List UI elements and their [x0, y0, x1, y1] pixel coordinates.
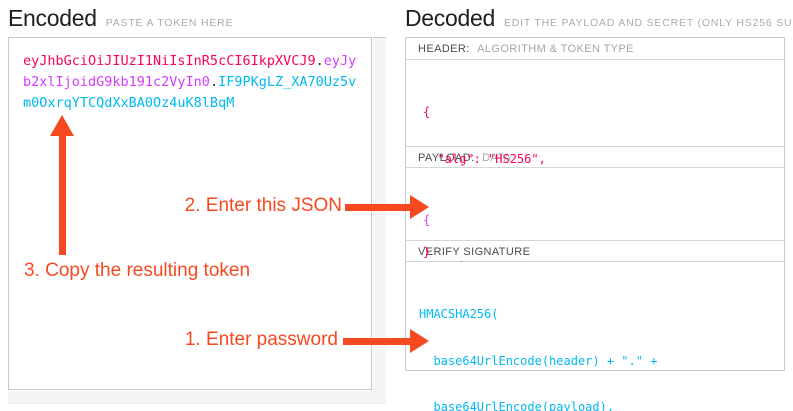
decoded-subtitle: EDIT THE PAYLOAD AND SECRET (ONLY HS256 …: [503, 17, 793, 29]
jwt-token-text[interactable]: eyJhbGciOiJIUzI1NiIsInR5cCI6IkpXVCJ9.eyJ…: [9, 38, 371, 127]
signature-section-label: VERIFY SIGNATURE: [418, 246, 531, 258]
annotation-step3: 3. Copy the resulting token: [24, 260, 251, 281]
code-line: {: [423, 105, 431, 119]
code-line: "alg": "HS256",: [423, 151, 546, 166]
header-section-bar: HEADER: ALGORITHM & TOKEN TYPE: [406, 38, 784, 60]
encoded-header: Encoded PASTE A TOKEN HERE: [8, 5, 233, 32]
encoded-title: Encoded: [8, 5, 97, 31]
payload-section-hint: DATA: [482, 152, 512, 164]
token-separator: .: [209, 74, 219, 90]
code-line: base64UrlEncode(payload),: [419, 400, 615, 411]
signature-view: HMACSHA256( base64UrlEncode(header) + ".…: [406, 262, 784, 411]
horizontal-scrollbar-track[interactable]: [8, 391, 386, 404]
token-signature-segment: IF9PKgLZ_XA70Uz5vm0OxrqYTCQdXxBA0Oz4uK8l…: [23, 74, 357, 111]
header-section-hint: ALGORITHM & TOKEN TYPE: [477, 43, 634, 55]
step1-arrow-line: [343, 338, 411, 345]
code-line: HMACSHA256(: [419, 307, 499, 321]
header-section-label: HEADER:: [418, 43, 470, 55]
token-payload-segment: eyJyb2xlIjoidG9kb191c2VyIn0: [23, 53, 357, 90]
code-line: }: [423, 244, 431, 259]
payload-json-editor[interactable]: { "role": "todo_user" }: [406, 168, 784, 320]
step2-arrow-line: [345, 204, 411, 211]
annotation-step1: 1. Enter password: [184, 329, 338, 350]
step3-arrow-head-icon: [50, 115, 74, 136]
decoded-title: Decoded: [405, 5, 495, 31]
payload-section-bar: PAYLOAD: DATA: [406, 146, 784, 168]
header-json-view: { "alg": "HS256", "typ": "JWT" }: [406, 60, 784, 259]
payload-section-label: PAYLOAD:: [418, 152, 475, 164]
vertical-scrollbar-track[interactable]: [373, 37, 386, 391]
decoded-header: Decoded EDIT THE PAYLOAD AND SECRET (ONL…: [405, 5, 793, 32]
token-separator: .: [315, 53, 324, 69]
step1-arrow-head-icon: [410, 329, 429, 353]
step2-arrow-head-icon: [410, 195, 429, 219]
annotation-step2: 2. Enter this JSON: [184, 195, 342, 216]
code-line: {: [423, 213, 431, 227]
token-header-segment: eyJhbGciOiJIUzI1NiIsInR5cCI6IkpXVCJ9: [23, 53, 316, 69]
step3-arrow-line: [59, 134, 66, 255]
encoded-subtitle: PASTE A TOKEN HERE: [105, 17, 234, 29]
code-line: base64UrlEncode(header) + "." +: [419, 353, 658, 368]
signature-section-bar: VERIFY SIGNATURE: [406, 240, 784, 262]
encoded-token-editor[interactable]: eyJhbGciOiJIUzI1NiIsInR5cCI6IkpXVCJ9.eyJ…: [8, 37, 372, 390]
decoded-panel: HEADER: ALGORITHM & TOKEN TYPE { "alg": …: [405, 37, 785, 411]
